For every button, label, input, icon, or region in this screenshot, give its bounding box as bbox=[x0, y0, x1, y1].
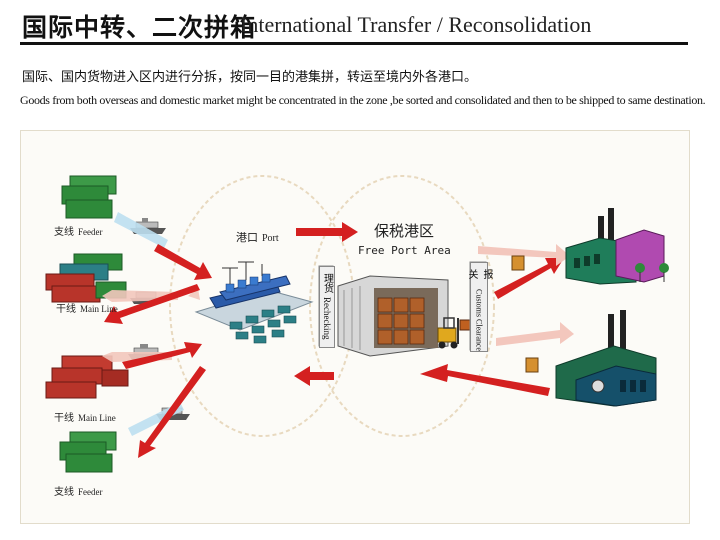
label-en: Feeder bbox=[78, 227, 103, 237]
label-zh: 理货 bbox=[321, 273, 333, 293]
label-en: Feeder bbox=[78, 487, 103, 497]
container-stack-icon bbox=[59, 431, 117, 473]
label-zh: 支线 bbox=[54, 487, 74, 498]
label-rechecking: 理货 Rechecking bbox=[319, 266, 335, 348]
flow-arrow-faded bbox=[102, 212, 200, 436]
free-port-ellipse bbox=[309, 175, 495, 437]
factory-icon bbox=[555, 310, 657, 407]
warehouse-icon bbox=[337, 275, 449, 357]
label-free-port-zh: 保税港区 bbox=[374, 222, 435, 240]
label-zh: 干线 bbox=[54, 413, 74, 424]
description-zh: 国际、国内货物进入区内进行分拆，按同一目的港集拼，转运至境内外各港口。 bbox=[22, 70, 478, 85]
page-title-en: International Transfer / Reconsolidation bbox=[240, 12, 592, 37]
factory-icon bbox=[565, 208, 669, 285]
label-zh: 支线 bbox=[54, 227, 74, 238]
port-terminal-icon bbox=[194, 261, 314, 344]
container-stack-icon bbox=[45, 355, 129, 399]
label-port: 港口 Port bbox=[236, 229, 279, 245]
label-en: Customs Clearance bbox=[474, 289, 484, 351]
title-rule bbox=[20, 42, 688, 45]
flow-arrow-red bbox=[104, 222, 564, 458]
cargo-box-icon bbox=[511, 255, 539, 373]
description-en: Goods from both overseas and domestic ma… bbox=[20, 93, 706, 107]
label-mainline-bottom: 干线 Main Line bbox=[54, 409, 116, 424]
label-en: Port bbox=[262, 233, 279, 244]
label-zh: 港口 bbox=[236, 231, 258, 244]
container-stack-icon bbox=[45, 253, 127, 303]
container-stack-icon bbox=[61, 175, 117, 219]
label-feeder-bottom: 支线 Feeder bbox=[54, 483, 103, 498]
label-free-port-en: Free Port Area bbox=[358, 244, 451, 257]
label-zh: 报关 bbox=[466, 269, 492, 279]
label-feeder-top: 支线 Feeder bbox=[54, 223, 103, 238]
label-mainline-top: 干线 Main Line bbox=[56, 300, 118, 315]
label-en: Main Line bbox=[78, 413, 116, 423]
label-en: Main Line bbox=[80, 304, 118, 314]
label-zh: 干线 bbox=[56, 304, 76, 315]
flow-arrow-faded bbox=[478, 244, 574, 346]
forklift-icon bbox=[437, 317, 471, 349]
label-customs: 报关 Customs Clearance bbox=[466, 262, 492, 352]
page-title-zh: 国际中转、二次拼箱 bbox=[22, 13, 257, 42]
label-en: Rechecking bbox=[322, 297, 332, 340]
